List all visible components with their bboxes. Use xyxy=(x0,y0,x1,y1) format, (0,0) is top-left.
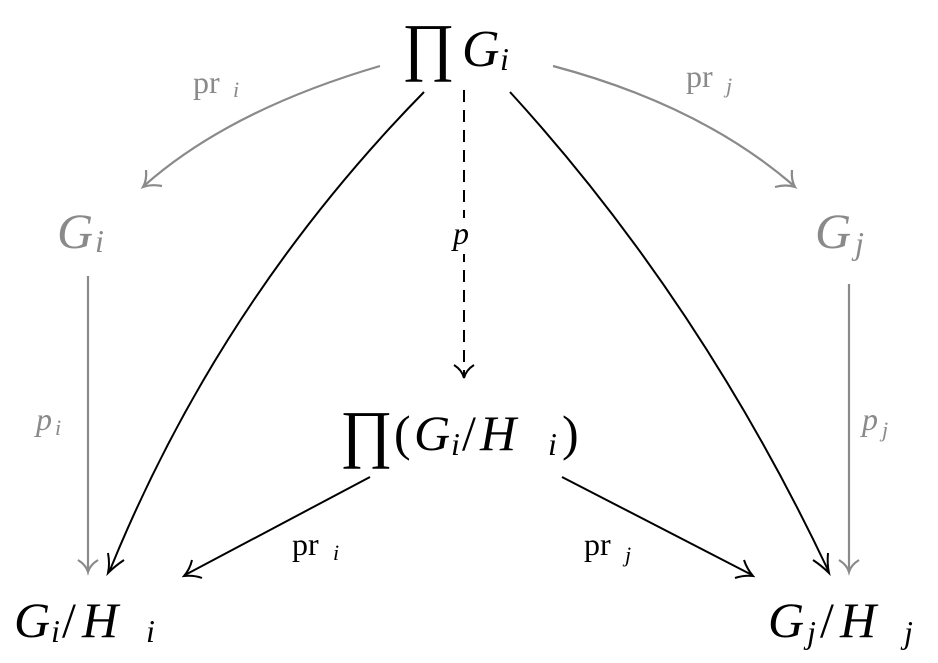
node-qp-open: ( xyxy=(394,405,411,461)
label-pr-i-top-name: pr xyxy=(193,64,220,100)
arrow-top-to-gi-hi xyxy=(106,91,425,577)
arrow-p-j-head xyxy=(838,559,860,576)
arrow-pr-j-top-head xyxy=(774,169,798,189)
arrow-top-to-gj-hj xyxy=(509,91,831,577)
label-p-j: p j xyxy=(860,401,888,442)
label-pr-i-bottom: pr i xyxy=(292,526,339,565)
node-product-op: ∏ xyxy=(402,11,455,82)
node-gj-base: G xyxy=(815,203,851,259)
node-gj-hj-base2: H xyxy=(839,592,879,648)
node-product-sub: i xyxy=(500,41,509,77)
label-p-i-sub: i xyxy=(55,415,61,440)
arrow-p-i xyxy=(77,276,99,576)
label-pr-j-top-sub: j xyxy=(723,73,732,98)
node-qp-sub2: i xyxy=(548,426,557,462)
arrow-pr-i-bottom-head xyxy=(181,559,203,579)
node-gi-sub: i xyxy=(95,223,104,259)
arrow-p-head xyxy=(453,364,475,379)
node-product: ∏ G i xyxy=(402,11,509,82)
node-gj-hj-sub2: j xyxy=(900,614,913,650)
label-p-j-name: p xyxy=(860,401,878,437)
label-p-j-sub: j xyxy=(879,417,888,442)
label-p-name: p xyxy=(451,215,469,251)
label-pr-i-bottom-sub: i xyxy=(333,540,339,565)
node-qp-close: ) xyxy=(562,405,579,461)
arrow-top-to-gj-hj-head xyxy=(812,552,831,577)
label-pr-j-top-name: pr xyxy=(686,58,713,94)
node-quotient-product: ∏ ( G i / H i ) xyxy=(340,398,579,469)
node-gj-hj-base: G xyxy=(768,592,804,648)
node-product-base: G xyxy=(462,21,500,78)
label-pr-j-bottom-name: pr xyxy=(584,526,611,562)
label-pr-j-bottom: pr j xyxy=(584,526,631,567)
arrow-top-to-gi-hi-head xyxy=(106,552,125,577)
node-gj-hj-sub: j xyxy=(803,614,816,650)
label-p: p xyxy=(448,215,480,254)
node-qp-base2: H xyxy=(479,405,519,461)
label-pr-i-top: pr i xyxy=(193,64,239,102)
node-qp-base: G xyxy=(414,405,450,461)
node-gj-hj: G j / H j xyxy=(768,592,913,650)
label-pr-i-top-sub: i xyxy=(233,77,239,102)
node-gj: G j xyxy=(815,203,864,261)
node-gj-hj-slash: / xyxy=(820,592,834,648)
node-gi: G i xyxy=(57,203,104,259)
node-gi-hi: G i / H i xyxy=(14,592,155,649)
arrow-pr-i-bottom xyxy=(181,476,371,579)
label-pr-j-bottom-sub: j xyxy=(622,542,631,567)
arrow-pr-j-bottom-head xyxy=(734,559,756,579)
node-gi-hi-base: G xyxy=(14,592,50,648)
arrow-p-i-head xyxy=(77,559,99,576)
node-gj-sub: j xyxy=(851,225,864,261)
label-p-i-name: p xyxy=(34,401,52,437)
label-p-i: p i xyxy=(34,401,61,440)
label-pr-j-top: pr j xyxy=(686,58,732,98)
node-gi-hi-sub2: i xyxy=(146,613,155,649)
node-gi-base: G xyxy=(57,203,93,259)
arrow-p-j xyxy=(838,284,860,576)
node-qp-sub: i xyxy=(451,426,460,462)
arrow-pr-i-top-head xyxy=(140,169,163,189)
node-gi-hi-base2: H xyxy=(81,592,121,648)
node-gi-hi-slash: / xyxy=(62,592,76,648)
node-gi-hi-sub: i xyxy=(51,613,60,649)
arrow-pr-i-top xyxy=(140,64,381,189)
label-pr-i-bottom-name: pr xyxy=(292,526,319,562)
arrow-pr-j-top xyxy=(552,64,798,189)
node-qp-op: ∏ xyxy=(340,398,393,469)
arrow-pr-j-bottom xyxy=(561,476,756,579)
node-qp-slash: / xyxy=(462,405,476,461)
